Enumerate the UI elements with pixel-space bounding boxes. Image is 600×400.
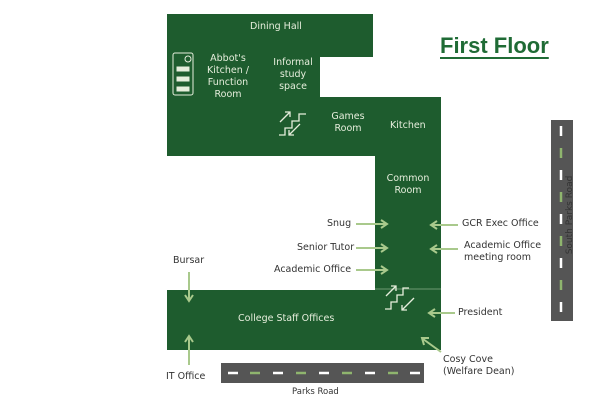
arrow-cosy-cove [420, 337, 442, 353]
room-college-staff-offices: College Staff Offices [238, 313, 335, 324]
arrow-academic-office [356, 265, 389, 275]
arrow-it-office [184, 334, 194, 365]
stairs-icon [279, 111, 306, 136]
room-label-line: Common [386, 173, 430, 184]
floor-shape [167, 14, 441, 350]
parks-road-graphic [221, 363, 424, 383]
room-label-line: Room [394, 185, 422, 196]
label-cosy-cove: Cosy Cove (Welfare Dean) [443, 354, 514, 378]
arrow-senior-tutor [356, 243, 389, 253]
room-abbots-kitchen: Abbot's Kitchen / Function Room [203, 53, 253, 101]
arrow-snug [356, 219, 389, 229]
accessible-toilet-icon [172, 52, 194, 96]
label-gcr-exec-office: GCR Exec Office [462, 218, 539, 229]
room-dining-hall: Dining Hall [250, 21, 302, 32]
room-label-line: Function [207, 77, 249, 88]
label-snug: Snug [327, 218, 352, 229]
label-line: Academic Office [464, 240, 542, 251]
arrow-academic-meeting [429, 244, 458, 254]
room-common-room: Common Room [383, 173, 433, 197]
page-title: First Floor [440, 33, 549, 58]
label-south-parks-road: South Parks Road [565, 175, 575, 255]
south-parks-road-graphic [551, 120, 573, 321]
label-bursar: Bursar [173, 255, 205, 266]
room-label-line: Room [334, 123, 362, 134]
arrow-bursar [184, 272, 194, 303]
room-label-line: Room [214, 89, 242, 100]
stairs-icon [385, 285, 415, 311]
room-informal-study: Informal study space [268, 57, 318, 93]
room-label-line: Abbot's [210, 53, 246, 64]
arrow-president [427, 308, 455, 318]
label-academic-office-meeting-room: Academic Office meeting room [464, 240, 541, 264]
label-line: meeting room [464, 252, 531, 263]
label-senior-tutor: Senior Tutor [297, 242, 355, 253]
room-games-room: Games Room [328, 111, 368, 135]
label-line: (Welfare Dean) [443, 366, 515, 377]
label-parks-road: Parks Road [292, 387, 339, 397]
label-president: President [458, 307, 503, 318]
room-label-line: Games [331, 111, 365, 122]
room-label-line: study [279, 69, 307, 80]
room-kitchen: Kitchen [390, 120, 426, 131]
label-line: Cosy Cove [443, 354, 493, 365]
room-label-line: Kitchen / [207, 65, 249, 76]
room-label-line: space [279, 81, 307, 92]
label-academic-office: Academic Office [274, 264, 352, 275]
room-label-line: Informal [273, 57, 313, 68]
label-it-office: IT Office [166, 371, 206, 382]
arrow-gcr-exec [429, 220, 458, 230]
